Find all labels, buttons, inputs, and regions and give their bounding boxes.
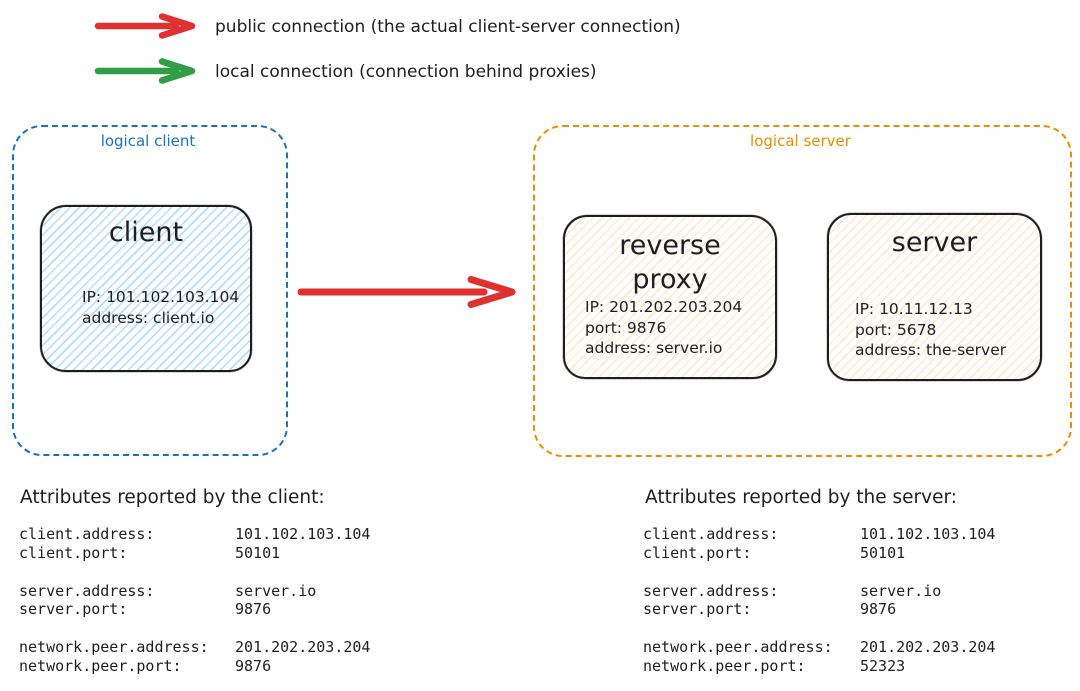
attr-row: network.peer.port: 52323 <box>643 657 995 676</box>
attr-row: client.address: 101.102.103.104 <box>19 525 370 544</box>
client-address-line: address: client.io <box>82 308 215 327</box>
attr-row: client.port: 50101 <box>19 544 370 563</box>
public-connection-label: public connection (the actual client-ser… <box>215 17 681 37</box>
attr-value: 101.102.103.104 <box>235 525 371 543</box>
attr-value: server.io <box>235 581 317 600</box>
logical-client-group-box <box>12 125 288 456</box>
attr-key: client.address: <box>643 525 779 543</box>
reverse-proxy-title-line2: proxy <box>632 264 708 295</box>
reverse-proxy-port-line: port: 9876 <box>585 318 667 337</box>
attr-value: 52323 <box>860 656 906 675</box>
attr-group-network-peer: network.peer.address: 201.202.203.204 ne… <box>19 638 370 676</box>
client-node-details: IP: 101.102.103.104 address: client.io <box>82 287 239 328</box>
logical-server-group-box <box>533 125 1072 457</box>
attr-key: server.address: <box>643 581 779 600</box>
attr-value: server.io <box>860 581 942 600</box>
attr-key: network.peer.address: <box>19 638 209 657</box>
server-address-line: address: the-server <box>855 341 1007 359</box>
local-connection-label: local connection (connection behind prox… <box>215 62 597 82</box>
attr-key: server.address: <box>19 581 155 600</box>
local-connection-arrow-icon <box>94 58 196 84</box>
attr-row: network.peer.address: 201.202.203.204 <box>19 638 370 657</box>
attr-group-server: server.address: server.io server.port: 9… <box>643 582 995 620</box>
server-attributes-heading: Attributes reported by the server: <box>645 487 957 508</box>
attr-row: network.peer.address: 201.202.203.204 <box>643 638 995 657</box>
reverse-proxy-details: IP: 201.202.203.204 port: 9876 address: … <box>585 297 742 359</box>
logical-client-label: logical client <box>100 132 196 150</box>
attr-key: network.peer.address: <box>643 638 833 657</box>
server-ip-line: IP: 10.11.12.13 <box>855 300 973 318</box>
server-attributes-table: client.address: 101.102.103.104 client.p… <box>643 525 995 676</box>
reverse-proxy-address-line: address: server.io <box>585 339 723 357</box>
attr-value: 50101 <box>235 543 281 562</box>
server-node: server IP: 10.11.12.13 port: 5678 addres… <box>827 213 1042 381</box>
reverse-proxy-ip-line: IP: 201.202.203.204 <box>585 298 743 316</box>
attr-row: client.address: 101.102.103.104 <box>643 525 995 544</box>
reverse-proxy-title-line1: reverse <box>619 230 721 261</box>
attr-group-client: client.address: 101.102.103.104 client.p… <box>19 525 370 563</box>
server-node-details: IP: 10.11.12.13 port: 5678 address: the-… <box>855 299 1006 361</box>
client-node-title: client <box>108 217 184 248</box>
client-attributes-table: client.address: 101.102.103.104 client.p… <box>19 525 370 676</box>
reverse-proxy-node: reverse proxy IP: 201.202.203.204 port: … <box>563 215 777 379</box>
attr-value: 201.202.203.204 <box>235 638 371 657</box>
logical-server-label: logical server <box>750 132 851 150</box>
attr-key: client.port: <box>643 543 752 562</box>
server-port-line: port: 5678 <box>855 320 937 339</box>
attr-row: server.port: 9876 <box>19 600 370 619</box>
attr-row: server.address: server.io <box>19 582 370 601</box>
attr-key: server.port: <box>643 600 752 619</box>
client-node: client IP: 101.102.103.104 address: clie… <box>40 205 252 372</box>
attr-value: 9876 <box>235 600 272 619</box>
attr-key: server.port: <box>19 600 128 619</box>
attr-key: client.port: <box>19 543 128 562</box>
client-attributes-heading: Attributes reported by the client: <box>20 487 325 508</box>
attr-value: 9876 <box>235 656 272 675</box>
client-to-server-arrow-icon <box>297 276 516 308</box>
attr-row: server.address: server.io <box>643 582 995 601</box>
attr-group-client: client.address: 101.102.103.104 client.p… <box>643 525 995 563</box>
server-node-title: server <box>891 227 978 258</box>
client-ip-line: IP: 101.102.103.104 <box>82 288 240 306</box>
attr-value: 50101 <box>860 543 906 562</box>
attr-value: 101.102.103.104 <box>860 525 996 543</box>
attr-row: network.peer.port: 9876 <box>19 657 370 676</box>
attr-key: network.peer.port: <box>643 656 806 675</box>
attr-group-server: server.address: server.io server.port: 9… <box>19 582 370 620</box>
attr-key: network.peer.port: <box>19 656 182 675</box>
attr-value: 201.202.203.204 <box>860 638 996 657</box>
attr-row: server.port: 9876 <box>643 600 995 619</box>
attr-key: client.address: <box>19 525 155 543</box>
public-connection-arrow-icon <box>94 13 196 39</box>
attr-row: client.port: 50101 <box>643 544 995 563</box>
attr-value: 9876 <box>860 600 897 619</box>
attr-group-network-peer: network.peer.address: 201.202.203.204 ne… <box>643 638 995 676</box>
